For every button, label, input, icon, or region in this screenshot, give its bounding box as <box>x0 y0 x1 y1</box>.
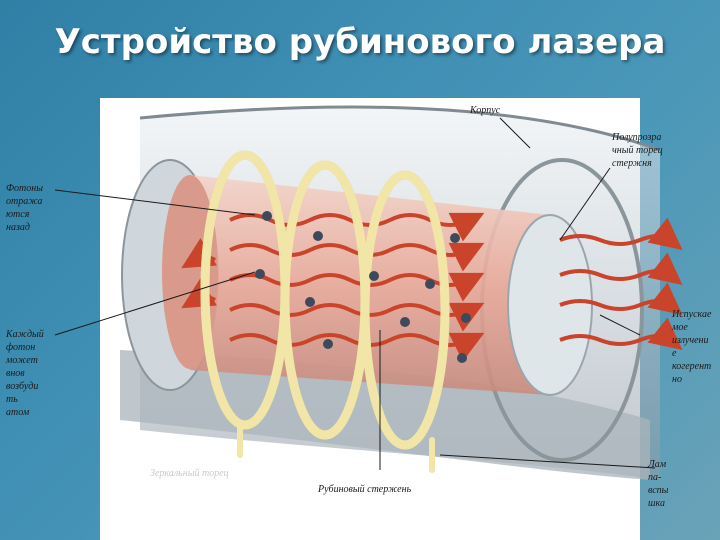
leader-lines <box>54 117 656 470</box>
atoms <box>255 211 471 363</box>
label-mirror-end: Зеркальный торец <box>150 468 229 479</box>
label-semi-transparent-end: Полупрозра чный торец стержня <box>612 132 663 169</box>
label-flash-lamp: Лам па- вспы шка <box>648 459 669 509</box>
label-ruby-rod: Рубиновый стержень <box>318 484 412 495</box>
label-coherent-emission: Испускае мое излучени е когерент но <box>672 309 712 385</box>
flash-lamp-coil <box>200 150 450 473</box>
label-housing: Корпус <box>470 105 501 116</box>
label-photons-reflect: Фотоны отража ются назад <box>6 183 43 233</box>
label-each-photon: Каждый фотон может внов возбуди ть атом <box>6 329 44 418</box>
slide-title: Устройство рубинового лазера <box>54 22 666 62</box>
